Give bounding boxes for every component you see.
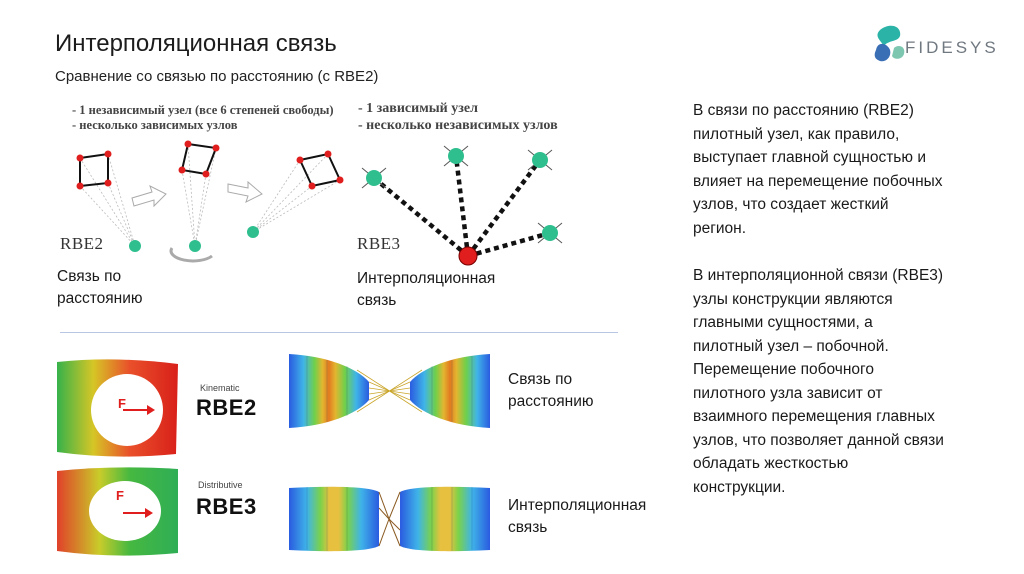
rbe3-diagram (361, 145, 563, 266)
rbe3-bold-label: RBE3 (196, 494, 257, 519)
rbe2-plate-image (57, 359, 178, 457)
rbe2-tag: RBE2 (60, 234, 104, 253)
page-subtitle: Сравнение со связью по расстоянию (с RBE… (55, 68, 379, 85)
kinematic-label: Kinematic (200, 383, 240, 393)
fidesys-logo-icon (874, 25, 905, 62)
paragraph-rbe3: В интерполяционной связи (RBE3) узлы кон… (693, 267, 944, 496)
bottom-caption-rbe3: Интерполяционная связь (508, 497, 647, 536)
rbe2-stage-1 (76, 150, 141, 252)
rbe3-note-line-1: - 1 зависимый узел (358, 101, 478, 116)
rbe2-diagram (76, 140, 344, 263)
rbe2-note-line-2: - несколько зависимых узлов (72, 118, 238, 132)
logo-text: FIDESYS (905, 38, 999, 57)
distributive-label: Distributive (198, 480, 243, 490)
bottom-caption-rbe2: Связь по расстоянию (508, 371, 594, 410)
rbe3-caption: Интерполяционная связь (357, 270, 496, 309)
paragraph-rbe2: В связи по расстоянию (RBE2) пилотный уз… (693, 102, 943, 237)
rbe3-plate-image (57, 467, 178, 556)
rbe3-note-line-2: - несколько независимых узлов (358, 118, 558, 133)
rbe2-stage-2 (169, 140, 220, 263)
section-divider (60, 332, 618, 333)
rbe2-stage-3 (247, 150, 344, 238)
rbe2-mesh-image (289, 354, 490, 428)
rbe3-force-label: F (116, 488, 124, 503)
rbe2-force-label: F (118, 396, 126, 411)
rbe3-tag: RBE3 (357, 234, 401, 253)
rbe2-note-line-1: - 1 независимый узел (все 6 степеней сво… (72, 103, 334, 117)
rbe3-mesh-image (289, 486, 490, 552)
rbe2-caption: Связь по расстоянию (57, 268, 143, 307)
rbe2-bold-label: RBE2 (196, 395, 257, 420)
page-title: Интерполяционная связь (55, 30, 337, 57)
